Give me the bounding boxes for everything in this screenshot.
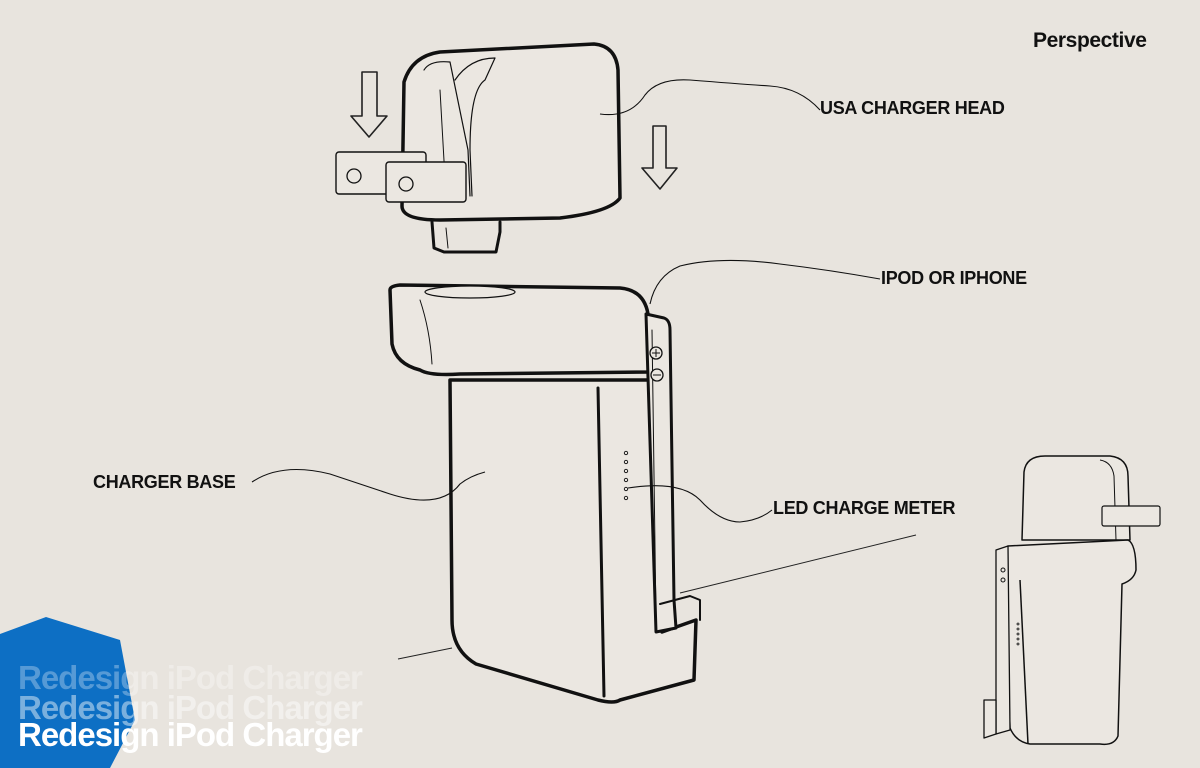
callout-ipod: IPOD OR IPHONE	[881, 268, 1027, 288]
thumbnail-view	[983, 455, 1161, 746]
hexagon-badge	[0, 617, 135, 768]
view-title: Perspective	[1033, 29, 1147, 52]
charger-base	[388, 283, 701, 704]
banner-echo-1: Redesign iPod Charger	[18, 659, 363, 696]
callout-charger-base: CHARGER BASE	[93, 472, 236, 492]
banner-echo-2: Redesign iPod Charger	[18, 689, 363, 726]
ground-lines	[397, 534, 917, 660]
led-meter-dots	[623, 450, 629, 501]
volume-plus-icon	[649, 346, 663, 360]
callout-led-meter: LED CHARGE METER	[773, 498, 956, 518]
down-arrow-icon-2	[641, 125, 678, 190]
charger-head	[335, 42, 622, 254]
volume-minus-icon	[650, 368, 664, 382]
banner-title: Redesign iPod Charger	[18, 716, 363, 753]
leader-lines	[251, 79, 881, 523]
callout-charger-head: USA CHARGER HEAD	[820, 98, 1005, 118]
down-arrow-icon	[350, 71, 388, 138]
